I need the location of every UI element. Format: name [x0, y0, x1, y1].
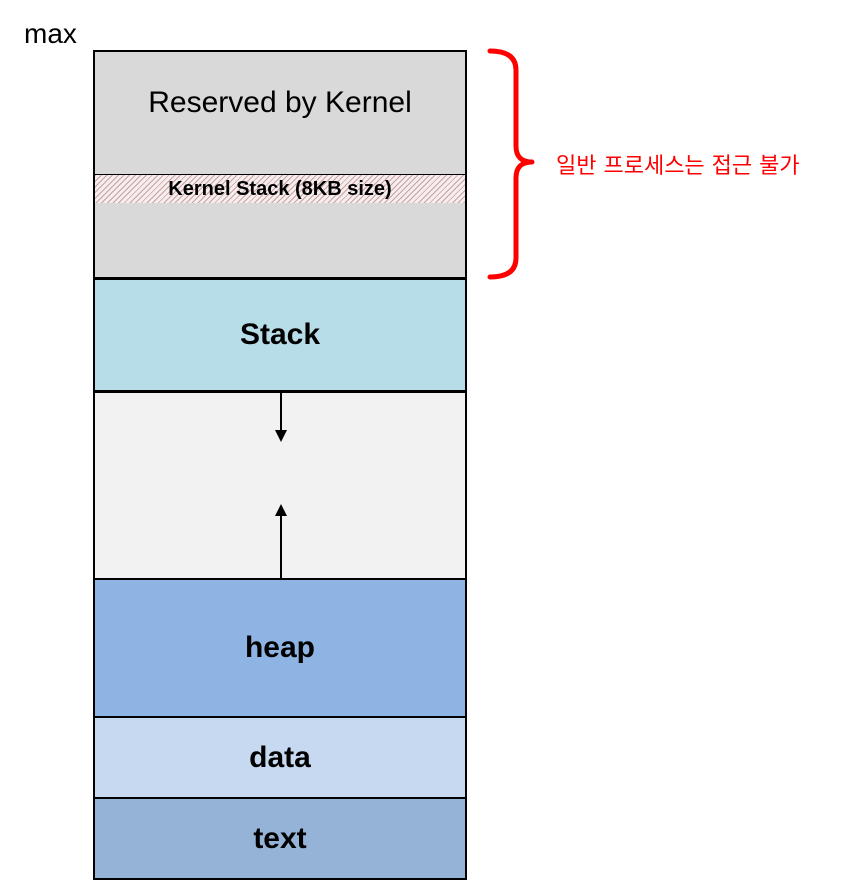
- heap-label: heap: [244, 631, 316, 664]
- reserved-by-kernel-label: Reserved by Kernel: [148, 86, 412, 119]
- curly-brace-icon: [487, 48, 535, 280]
- data-label: data: [249, 740, 311, 774]
- kernel-stack-label: Kernel Stack (8KB size): [168, 177, 392, 200]
- stack-label: Stack: [239, 318, 321, 351]
- text-segment: text: [93, 797, 467, 880]
- kernel-reserved-lower-segment: [93, 203, 467, 279]
- inaccessible-annotation: 일반 프로세스는 접근 불가: [556, 154, 800, 179]
- data-segment: data: [93, 716, 467, 799]
- heap-segment: heap: [93, 578, 467, 718]
- stack-segment: Stack: [93, 278, 467, 392]
- reserved-by-kernel-segment: Reserved by Kernel: [93, 50, 467, 176]
- free-space-segment: [93, 391, 467, 580]
- max-address-label: max: [24, 18, 77, 49]
- text-label: text: [253, 821, 307, 855]
- kernel-stack-segment: Kernel Stack (8KB size): [93, 174, 467, 204]
